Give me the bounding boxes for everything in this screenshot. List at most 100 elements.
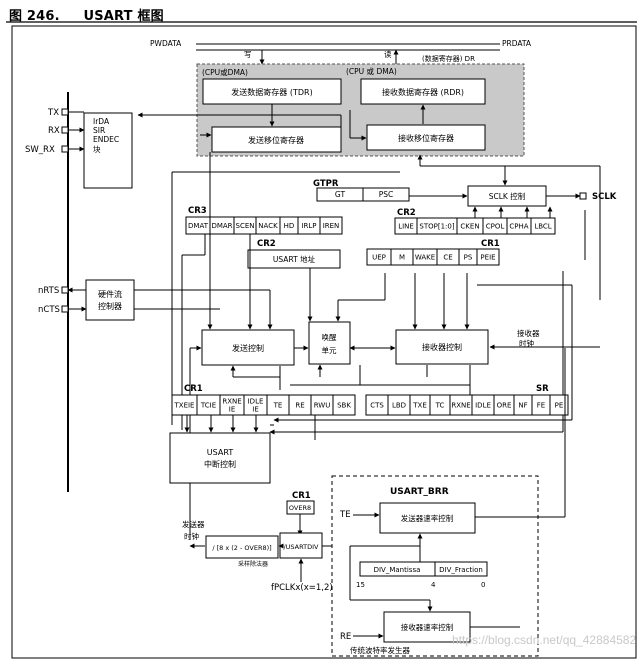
irda-line-4: 块 <box>93 144 101 154</box>
cr1-top-cell <box>476 248 500 266</box>
cr1-mid-bit-txeie: TXEIE <box>174 402 195 410</box>
sr-bit-lbd: LBD <box>392 402 406 410</box>
gtpr-psc: PSC <box>379 190 394 199</box>
irda-line-1: IrDA <box>93 117 110 126</box>
cr3-bit-irlp: IRLP <box>301 222 316 230</box>
sr-bit-pe: PE <box>555 402 564 410</box>
cr1-top-label: CR1 <box>481 239 500 249</box>
rx-shift-label: 接收移位寄存器 <box>398 133 454 143</box>
sr-bit-ore: ORE <box>497 402 512 410</box>
sr-bit-tc: TC <box>435 402 445 410</box>
sampling-divider-label: 采样除法器 <box>238 560 268 568</box>
rx-control-label: 接收器控制 <box>422 342 462 352</box>
baud-rate-generator <box>331 475 539 657</box>
sampling-divider-formula: / [8 x (2 - OVER8)] <box>212 544 271 552</box>
sr-label: SR <box>536 384 549 394</box>
divider-wiring <box>189 543 332 582</box>
sr-bit-cts: CTS <box>370 402 384 410</box>
register-arrows <box>137 104 426 141</box>
pin-nrts <box>61 286 86 294</box>
sr-cell <box>549 394 569 416</box>
cr3-bit-dmat: DMAT <box>188 222 209 230</box>
frame <box>11 25 637 659</box>
cr1-top-bit-ce: CE <box>443 254 452 262</box>
cr1-mid-bit-te: TE <box>273 402 283 410</box>
rx-clock-line-1: 接收器 <box>517 328 540 338</box>
brr-wiring <box>349 348 566 628</box>
pin-rx-label: RX <box>48 126 60 136</box>
te-input-label: TE <box>339 510 351 520</box>
cr2-addr-label: CR2 <box>257 239 276 249</box>
cr1-top-bit-m: M <box>399 254 405 262</box>
irq-line-2: 中断控制 <box>204 459 236 469</box>
cr2-cell <box>530 217 556 235</box>
div-fraction-box <box>434 561 488 577</box>
tx-shift-label: 发送移位寄存器 <box>248 135 304 145</box>
usartdiv-label: /USARTDIV <box>283 543 319 551</box>
cr2-bit-stop10: STOP[1:0] <box>419 223 454 231</box>
cr3-cell <box>319 216 343 235</box>
cr2-addr-box <box>247 249 341 269</box>
cr3-bit-iren: IREN <box>323 222 340 230</box>
cr2-top-label: CR2 <box>397 208 416 218</box>
cr1-top-bit-wake: WAKE <box>415 254 435 262</box>
cr3-label: CR3 <box>188 206 207 216</box>
pin-nrts-label: nRTS <box>38 286 59 296</box>
rx-control-block <box>395 329 489 365</box>
irda-block <box>83 112 133 189</box>
sclk-wires <box>409 154 601 300</box>
irda-line-3: ENDEC <box>93 135 119 144</box>
irq-line-1: USART <box>207 448 234 457</box>
gtpr-gt: GT <box>335 190 346 199</box>
cr2-bit-line: LINE <box>398 223 414 231</box>
baud-gen-label: 传统波特率发生器 <box>350 645 410 655</box>
cr3-bit-nack: NACK <box>258 222 278 230</box>
sr-bit-nf: NF <box>518 402 527 410</box>
cr2-to-sclk <box>472 206 553 218</box>
tx-clock-line-2: 时钟 <box>184 531 199 541</box>
cr2-bit-cken: CKEN <box>460 223 479 231</box>
bit-4: 4 <box>431 581 436 589</box>
cr1-top-bit-peie: PEIE <box>480 254 495 262</box>
tx-control-block <box>201 329 295 366</box>
cr3-bit-hd: HD <box>284 222 295 230</box>
cr1-top-bit-uep: UEP <box>372 254 386 262</box>
usart-brr-label: USART_BRR <box>390 487 449 497</box>
cr3-bit-scen: SCEN <box>236 222 255 230</box>
tx-rate-control <box>379 502 476 534</box>
cr1-mid-bit-rxne: IE <box>229 406 236 414</box>
sampling-divider-box <box>205 535 279 559</box>
hw-flow-line-1: 硬件流 <box>98 289 122 299</box>
pin-sw-rx <box>61 145 85 153</box>
cr1-mid-bit-idle: IDLE <box>248 398 264 406</box>
sr-bit-fe: FE <box>537 402 545 410</box>
fpclk-label: fPCLKx(x=1,2) <box>271 583 333 593</box>
rx-clock-line-2: 时钟 <box>519 338 534 348</box>
cr1-mid-bit-sbk: SBK <box>337 402 351 410</box>
cr1-over8-label: CR1 <box>292 491 311 501</box>
dr-label: (数据寄存器) DR <box>422 54 475 63</box>
cr3-bit-dmar: DMAR <box>211 222 232 230</box>
figure-title: 图 246. USART 框图 <box>9 5 164 24</box>
watermark: https://blog.csdn.net/qq_42884582 <box>452 633 637 647</box>
sr-bit-txe: TXE <box>412 402 427 410</box>
hw-flow-line-2: 控制器 <box>98 301 122 311</box>
prdata-label: PRDATA <box>502 39 532 48</box>
cr1-mid-bit-re: RE <box>295 402 304 410</box>
figure-number: 图 246. <box>9 9 60 24</box>
sclk-pin-label: SCLK <box>592 192 617 202</box>
rx-rate-control <box>383 611 471 643</box>
cpu-dma-right: (CPU 或 DMA) <box>346 66 397 76</box>
sr-bit-idle: IDLE <box>475 402 491 410</box>
cpu-dma-left: (CPU或DMA) <box>202 67 248 77</box>
wakeup-unit <box>308 321 351 365</box>
cr1-mid-bit-tcie: TCIE <box>200 402 216 410</box>
pwdata-label: PWDATA <box>150 39 182 48</box>
tx-rate-label: 发送器速率控制 <box>401 513 454 523</box>
cr2-bit-cpol: CPOL <box>486 223 505 231</box>
